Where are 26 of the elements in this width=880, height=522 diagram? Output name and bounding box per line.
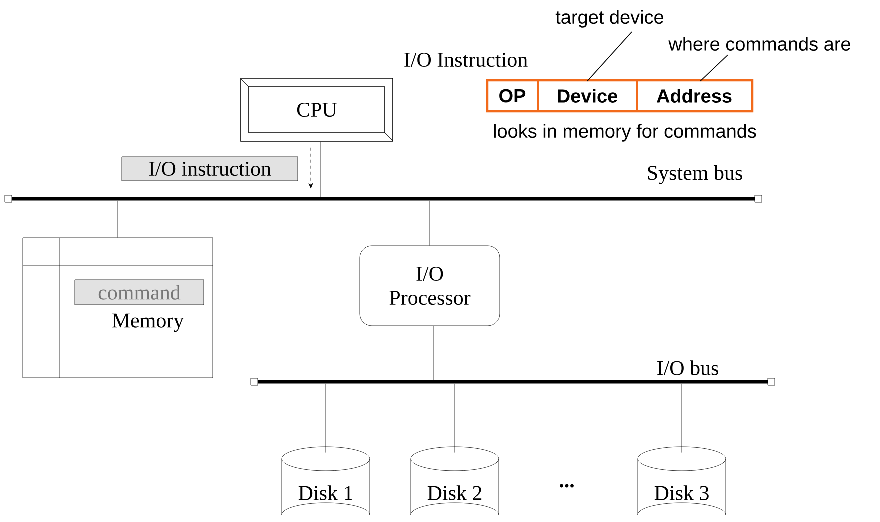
disk-cylinder: Disk 1	[282, 446, 370, 516]
leader-line	[700, 54, 728, 82]
disk-cylinder: Disk 3	[638, 446, 726, 516]
node-label: System bus	[648, 165, 742, 185]
disk-cylinder: Disk 2	[410, 446, 500, 516]
instruction-box: I/O instruction	[122, 156, 298, 182]
io-bus: I/O bus	[250, 360, 776, 386]
node-label: Disk 1	[298, 486, 352, 500]
node-label: Disk 3	[654, 486, 709, 500]
cpu-box: CPU	[240, 78, 394, 142]
node-label: I/O Instruction	[404, 52, 528, 68]
node-label: I/O bus	[658, 360, 718, 376]
format-field: OP	[500, 89, 526, 103]
ellipsis-text: ...	[560, 484, 574, 488]
annotation-text: target device	[556, 10, 664, 28]
connector-line	[320, 142, 322, 198]
command-box: command	[74, 280, 204, 306]
annotation-text: where commands are	[668, 37, 850, 51]
arrow	[308, 148, 314, 189]
processor-box: I/O Processor	[360, 246, 500, 326]
format-field: Address	[656, 89, 732, 103]
leader-line	[587, 32, 632, 82]
format-field: Device	[558, 89, 618, 103]
connector-line	[454, 384, 456, 453]
note-text: looks in memory for commands	[494, 124, 756, 142]
node-label: Disk 2	[428, 486, 482, 500]
